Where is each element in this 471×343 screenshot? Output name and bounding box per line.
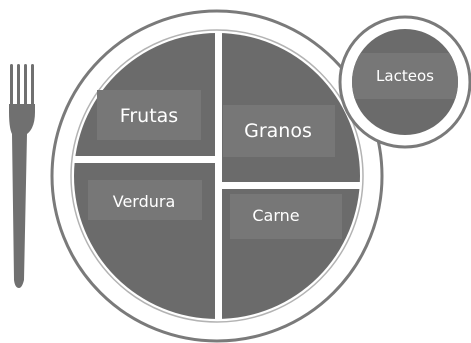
section-label-carne: Carne <box>252 206 299 225</box>
label-granos: Granos <box>223 105 335 157</box>
label-frutas: Frutas <box>97 90 201 140</box>
fork-icon <box>9 64 35 288</box>
dairy-cup: Lacteos <box>338 15 471 149</box>
section-label-granos: Granos <box>244 120 312 142</box>
cup-label-lacteos: Lacteos <box>376 67 434 85</box>
label-verdura: Verdura <box>88 180 202 220</box>
section-label-frutas: Frutas <box>120 105 178 127</box>
cup-label-box <box>352 53 458 99</box>
plate: Frutas Granos Verdura Carne <box>50 9 384 343</box>
section-label-verdura: Verdura <box>113 192 176 211</box>
label-carne: Carne <box>230 194 342 239</box>
